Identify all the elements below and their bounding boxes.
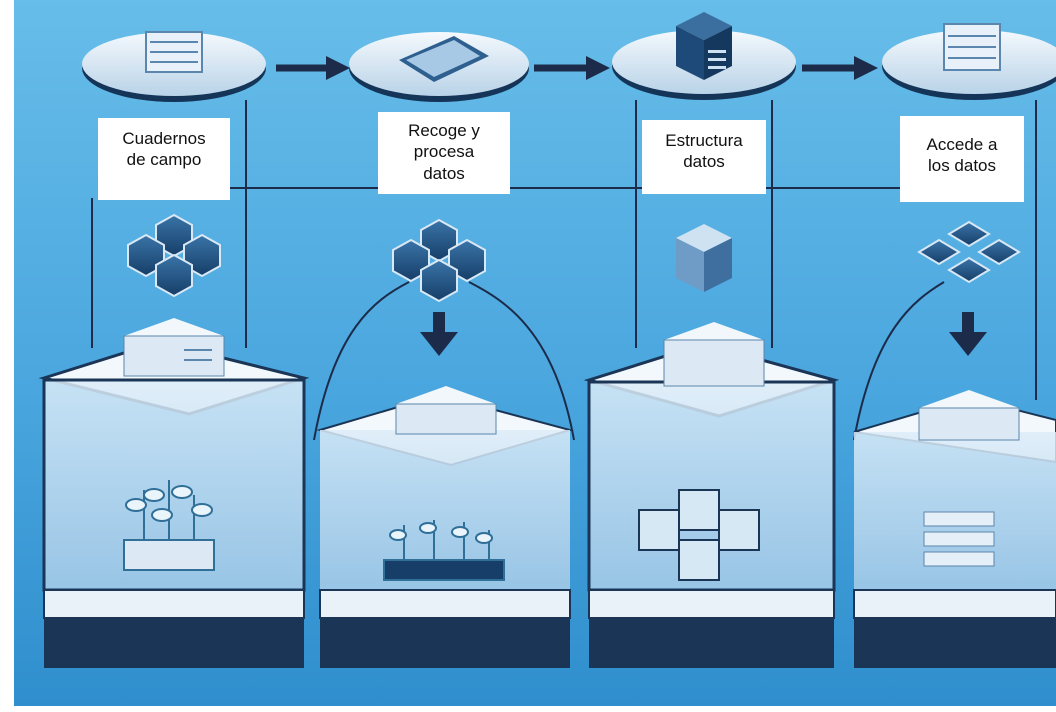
cubes-icon — [638, 489, 760, 581]
data-stack-icon — [123, 318, 225, 377]
database-icon — [943, 23, 1001, 71]
tablet-icon — [399, 36, 489, 82]
pedestal-1 — [38, 318, 310, 668]
step-disc-4 — [882, 23, 1056, 100]
step-label-4-text: Accede a los datos — [926, 135, 998, 176]
step-label-3: Estructura datos — [642, 120, 766, 194]
diagram-graphics — [38, 12, 1056, 668]
step-label-1-text: Cuadernos de campo — [122, 129, 206, 170]
step-label-3-text: Estructura datos — [665, 131, 743, 172]
funnel-lines — [313, 281, 945, 441]
step-label-2-text: Recoge y procesa datos — [408, 121, 480, 183]
step-label-2: Recoge y procesa datos — [378, 112, 510, 194]
data-stack-icon — [395, 386, 497, 435]
hex-cluster-icon — [917, 220, 1021, 284]
notebook-icon — [145, 31, 203, 73]
data-stack-icon — [918, 390, 1020, 441]
arrow-down-icon — [949, 332, 987, 356]
arrow-down-icon — [420, 332, 458, 356]
step-disc-2 — [349, 32, 529, 102]
server-icon — [676, 12, 732, 80]
arrow-right-icon — [586, 56, 610, 80]
arrow-right-icon — [854, 56, 878, 80]
pedestal-2 — [316, 386, 574, 668]
step-disc-1 — [82, 31, 266, 102]
layers-icon — [923, 511, 995, 567]
step-label-4: Accede a los datos — [900, 116, 1024, 202]
connector-lines — [91, 100, 1037, 400]
step-disc-3 — [612, 12, 796, 100]
arrow-right-icon — [326, 56, 350, 80]
hex-cluster-icon — [127, 213, 221, 298]
box-icon — [676, 224, 732, 292]
data-stack-icon — [663, 322, 765, 387]
plants-icon — [383, 520, 505, 581]
pedestal-3 — [583, 322, 840, 668]
flow-arrows — [276, 56, 878, 80]
pedestal-4 — [853, 390, 1056, 668]
plants-icon — [123, 480, 215, 571]
down-arrows — [420, 312, 987, 356]
diagram-canvas: Cuadernos de campo Recoge y procesa dato… — [14, 0, 1056, 706]
step-label-1: Cuadernos de campo — [98, 118, 230, 200]
hex-cluster-icon — [392, 218, 486, 303]
